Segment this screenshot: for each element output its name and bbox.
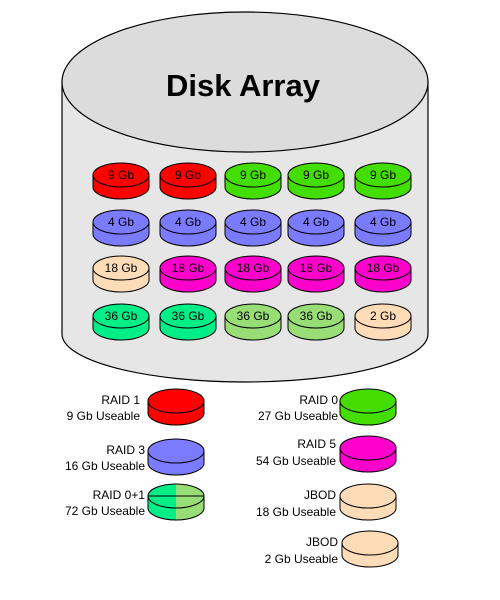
disk-capacity-label: 18 Gb bbox=[237, 261, 270, 275]
disk: 4 Gb bbox=[287, 209, 345, 247]
legend-swatch bbox=[147, 388, 205, 426]
legend-swatch bbox=[341, 530, 399, 568]
disk: 18 Gb bbox=[159, 255, 217, 293]
legend-item: JBOD 18 Gb Useable bbox=[256, 483, 397, 521]
disk: 36 Gb bbox=[159, 303, 217, 341]
page-title: Disk Array bbox=[166, 68, 321, 103]
disk-capacity-label: 18 Gb bbox=[300, 261, 333, 275]
disk-capacity-label: 9 Gb bbox=[303, 168, 329, 182]
cylinder-top bbox=[61, 11, 429, 153]
disk-grid: 9 Gb 9 Gb 9 Gb 9 Gb 9 Gb 4 Gb 4 Gb 4 Gb 4 Gb 4 Gb… bbox=[92, 162, 412, 341]
disk: 9 Gb bbox=[224, 162, 282, 200]
disk-capacity-label: 18 Gb bbox=[172, 261, 205, 275]
legend-raid-level: RAID 0+1 bbox=[93, 488, 146, 502]
disk-capacity-label: 36 Gb bbox=[237, 309, 270, 323]
legend-item: RAID 3 16 Gb Useable bbox=[65, 438, 205, 476]
legend-useable-capacity: 16 Gb Useable bbox=[65, 459, 145, 473]
disk: 18 Gb bbox=[224, 255, 282, 293]
legend-swatch bbox=[147, 483, 205, 521]
legend-useable-capacity: 9 Gb Useable bbox=[67, 409, 141, 423]
disk: 4 Gb bbox=[354, 209, 412, 247]
legend-item: RAID 1 9 Gb Useable bbox=[67, 388, 205, 426]
legend-raid-level: JBOD bbox=[306, 535, 338, 549]
legend-raid-level: RAID 3 bbox=[106, 443, 145, 457]
legend-useable-capacity: 72 Gb Useable bbox=[65, 504, 145, 518]
disk-capacity-label: 2 Gb bbox=[370, 309, 396, 323]
disk: 18 Gb bbox=[354, 255, 412, 293]
disk-capacity-label: 36 Gb bbox=[105, 309, 138, 323]
legend-item: RAID 0 27 Gb Useable bbox=[258, 388, 397, 426]
legend-swatch bbox=[147, 438, 205, 476]
disk: 18 Gb bbox=[92, 255, 150, 293]
disk-capacity-label: 18 Gb bbox=[367, 261, 400, 275]
disk-capacity-label: 9 Gb bbox=[240, 168, 266, 182]
legend-swatch bbox=[339, 435, 397, 473]
legend-raid-level: RAID 5 bbox=[297, 437, 336, 451]
disk: 36 Gb bbox=[92, 303, 150, 341]
disk-capacity-label: 4 Gb bbox=[175, 215, 201, 229]
disk-capacity-label: 9 Gb bbox=[175, 168, 201, 182]
disk: 2 Gb bbox=[354, 303, 412, 341]
legend-swatch bbox=[339, 388, 397, 426]
disk-capacity-label: 4 Gb bbox=[240, 215, 266, 229]
disk-capacity-label: 36 Gb bbox=[172, 309, 205, 323]
legend-raid-level: RAID 1 bbox=[101, 393, 140, 407]
disk-capacity-label: 9 Gb bbox=[370, 168, 396, 182]
disk: 18 Gb bbox=[287, 255, 345, 293]
legend-useable-capacity: 54 Gb Useable bbox=[256, 454, 336, 468]
disk-capacity-label: 18 Gb bbox=[105, 261, 138, 275]
disk: 36 Gb bbox=[287, 303, 345, 341]
legend-useable-capacity: 27 Gb Useable bbox=[258, 409, 338, 423]
disk: 4 Gb bbox=[92, 209, 150, 247]
legend-raid-level: RAID 0 bbox=[299, 393, 338, 407]
disk: 9 Gb bbox=[287, 162, 345, 200]
disk: 4 Gb bbox=[159, 209, 217, 247]
legend-item: RAID 5 54 Gb Useable bbox=[256, 435, 397, 473]
legend-useable-capacity: 18 Gb Useable bbox=[256, 505, 336, 519]
disk: 36 Gb bbox=[224, 303, 282, 341]
disk: 9 Gb bbox=[159, 162, 217, 200]
disk-capacity-label: 9 Gb bbox=[108, 168, 134, 182]
disk-capacity-label: 4 Gb bbox=[370, 215, 396, 229]
disk-capacity-label: 4 Gb bbox=[303, 215, 329, 229]
legend-item: RAID 0+1 72 Gb Useable bbox=[65, 483, 205, 521]
legend-useable-capacity: 2 Gb Useable bbox=[265, 552, 339, 566]
disk: 9 Gb bbox=[92, 162, 150, 200]
legend-swatch bbox=[339, 483, 397, 521]
disk-capacity-label: 4 Gb bbox=[108, 215, 134, 229]
disk: 9 Gb bbox=[354, 162, 412, 200]
legend-raid-level: JBOD bbox=[304, 488, 336, 502]
disk: 4 Gb bbox=[224, 209, 282, 247]
legend-item: JBOD 2 Gb Useable bbox=[265, 530, 399, 568]
disk-capacity-label: 36 Gb bbox=[300, 309, 333, 323]
